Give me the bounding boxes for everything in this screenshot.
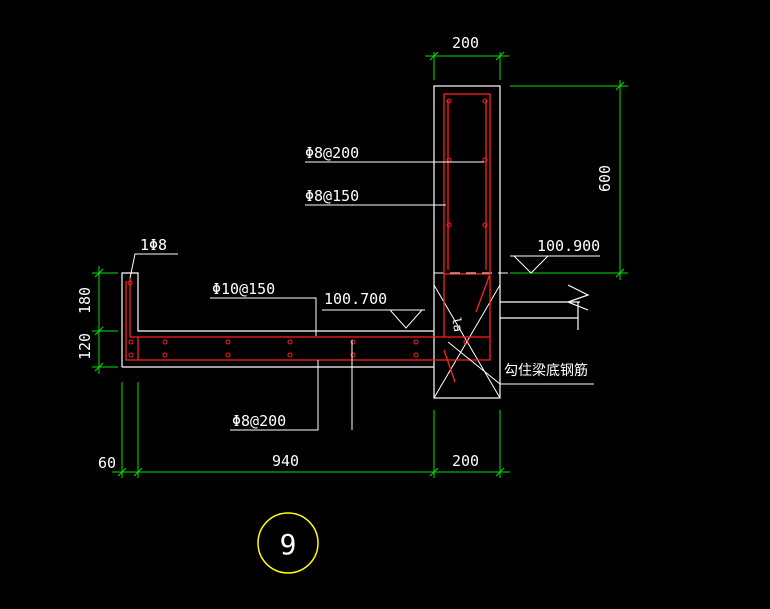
column-cross (433, 284, 501, 399)
callout-slab-bar: Φ10@150 (212, 280, 275, 298)
dim-bottom-middle: 940 (272, 452, 299, 470)
column-stirrup (443, 93, 491, 275)
dimension-texts: 200 600 180 120 60 940 200 (76, 34, 614, 472)
anchor-hook (475, 273, 491, 313)
rebar (125, 93, 491, 383)
la-mark: la (449, 316, 465, 333)
detail-number: 9 (280, 528, 297, 561)
slab-bottom-bar (125, 276, 491, 361)
callout-stirrup-1: Φ8@200 (305, 144, 359, 162)
dimension-lines (92, 51, 628, 478)
elevation-upper-value: 100.900 (537, 237, 600, 255)
column-outline (433, 85, 501, 399)
callout-bottom-bar: Φ8@200 (232, 412, 286, 430)
detail-circle (257, 512, 319, 574)
callout-top-bar: 1Φ8 (140, 236, 167, 254)
slab-outline-top (121, 272, 434, 367)
callout-stirrup-2: Φ8@150 (305, 187, 359, 205)
dim-left-upper: 180 (76, 287, 94, 314)
break-line (566, 284, 590, 311)
elevation-lower: 100.700 (322, 290, 425, 329)
elevation-lower-value: 100.700 (324, 290, 387, 308)
dim-right-height: 600 (596, 165, 614, 192)
dim-left-lower: 120 (76, 333, 94, 360)
elevation-upper: 100.900 (510, 237, 600, 274)
concrete-outline (121, 85, 590, 399)
leader-lines (129, 161, 594, 431)
bottom-hook (443, 349, 456, 383)
detail-label: 9 (257, 512, 319, 574)
dim-top-width: 200 (452, 34, 479, 52)
slab-top-bar (129, 278, 490, 338)
elevation-triangle-upper (512, 255, 550, 274)
callout-hook-note: 勾住梁底钢筋 (504, 362, 588, 379)
dim-bottom-left: 60 (98, 454, 116, 472)
dim-bottom-right: 200 (452, 452, 479, 470)
rebar-dots (127, 98, 488, 358)
elevation-triangle-lower (388, 309, 424, 329)
callout-texts: Φ8@200 Φ8@150 1Φ8 Φ10@150 Φ8@200 勾住梁底钢筋 … (140, 144, 588, 430)
